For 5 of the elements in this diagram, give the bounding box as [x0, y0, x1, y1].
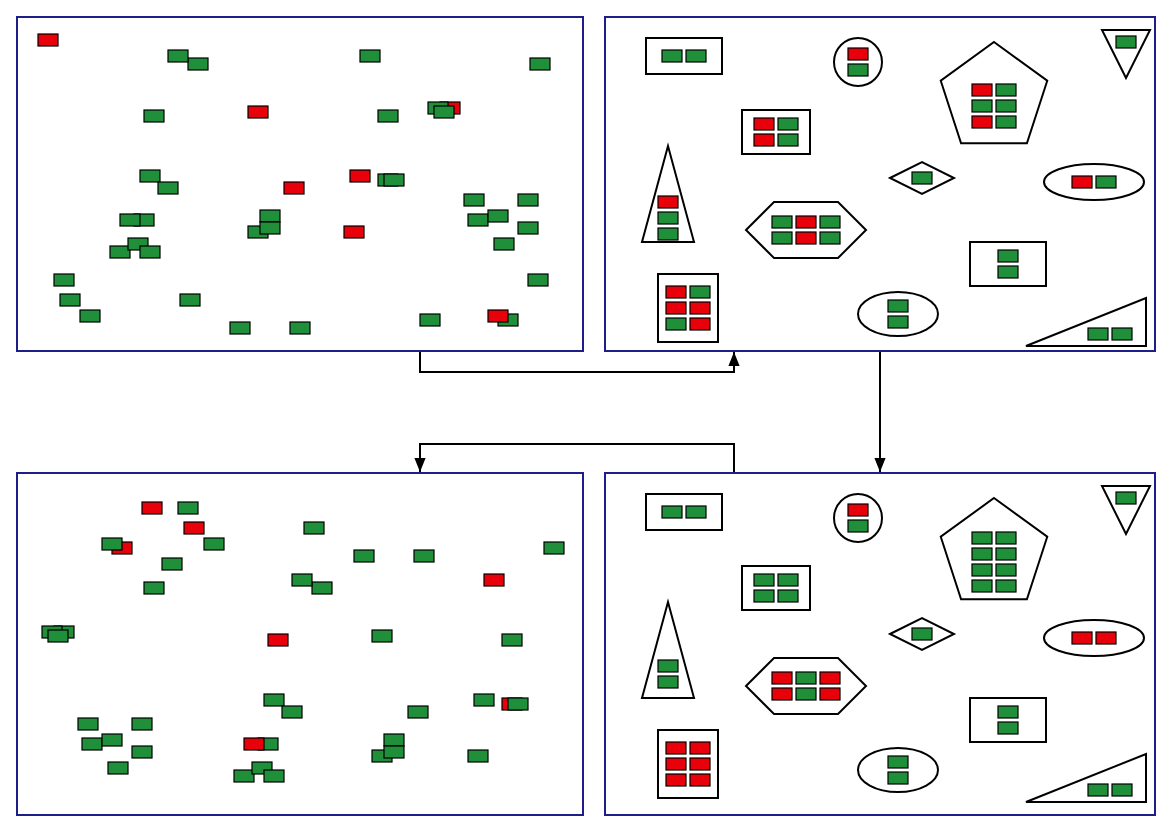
panel-frame — [16, 16, 584, 352]
arrow — [419, 351, 740, 373]
panel-frame — [16, 472, 584, 816]
arrow — [414, 443, 735, 473]
arrow — [874, 351, 886, 473]
